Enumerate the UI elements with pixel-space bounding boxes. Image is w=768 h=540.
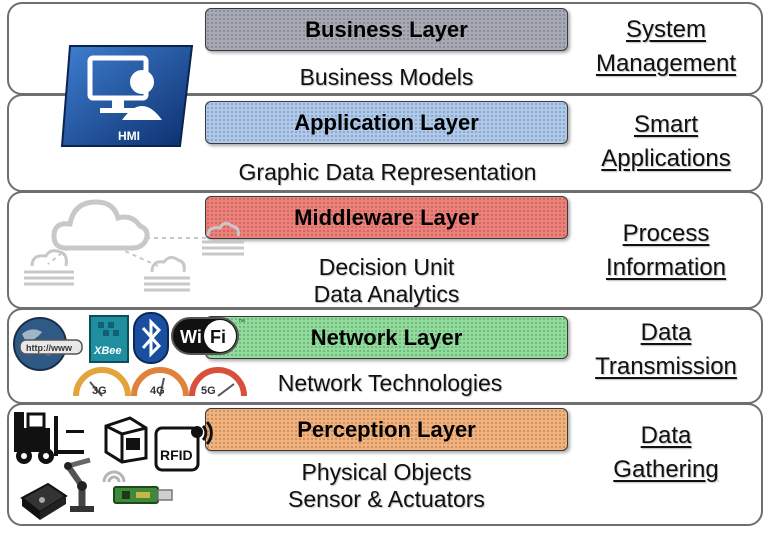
application-layer-box: Application Layer bbox=[205, 101, 568, 144]
perception-function-line-1: Data bbox=[640, 422, 692, 449]
middleware-function-line-1: Process bbox=[622, 220, 710, 247]
network-device-icon bbox=[104, 416, 148, 464]
application-layer-title: Application Layer bbox=[294, 109, 479, 135]
network-layer-box: Network Layer bbox=[205, 316, 568, 359]
wifi-label-wi: Wi bbox=[180, 327, 202, 347]
xbee-module-icon: XBee bbox=[89, 315, 129, 363]
business-layer-description: Business Models bbox=[205, 64, 568, 91]
application-layer-description: Graphic Data Representation bbox=[200, 159, 575, 186]
perception-desc-line-1: Physical Objects bbox=[301, 459, 472, 485]
globe-browser-icon: http://www bbox=[13, 317, 83, 371]
sensor-box-icon bbox=[20, 482, 68, 520]
perception-layer-description: Physical Objects Sensor & Actuators bbox=[205, 459, 568, 513]
xbee-label: XBee bbox=[93, 345, 122, 357]
perception-layer-box: Perception Layer bbox=[205, 408, 568, 451]
usb-sensor-icon bbox=[113, 486, 173, 504]
business-layer-box: Business Layer bbox=[205, 8, 568, 51]
application-function-line-2: Applications bbox=[601, 145, 731, 172]
forklift-icon bbox=[14, 412, 84, 464]
gauge-label-3g: 3G bbox=[92, 385, 107, 397]
gauge-label-5g: 5G bbox=[201, 385, 216, 397]
robot-arm-icon bbox=[64, 457, 94, 512]
bluetooth-icon bbox=[133, 312, 169, 364]
gauge-label-4g: 4G bbox=[150, 385, 165, 397]
application-desc-line-1: Graphic Data Representation bbox=[238, 159, 537, 185]
middleware-function-line-2: Information bbox=[605, 254, 727, 281]
business-function-line-1: System bbox=[625, 16, 706, 43]
business-function-line-2: Management bbox=[595, 50, 737, 77]
network-function-line-2: Transmission bbox=[595, 353, 737, 380]
rfid-tag-icon: RFID bbox=[154, 420, 213, 472]
network-desc-line-1: Network Technologies bbox=[277, 370, 503, 396]
application-function-line-1: Smart bbox=[633, 111, 698, 138]
cloud-network-icon bbox=[24, 199, 244, 292]
wifi-logo-icon: Wi Fi ™ bbox=[171, 317, 245, 355]
perception-layer-function: Data Gathering bbox=[580, 419, 752, 487]
business-layer-title: Business Layer bbox=[305, 16, 468, 42]
network-layer-function: Data Transmission bbox=[580, 316, 752, 384]
network-layer-description: Network Technologies bbox=[240, 370, 540, 397]
middleware-layer-title: Middleware Layer bbox=[294, 204, 479, 230]
network-function-line-1: Data bbox=[640, 319, 692, 346]
perception-desc-line-2: Sensor & Actuators bbox=[288, 486, 485, 512]
middleware-desc-line-1: Decision Unit bbox=[318, 254, 455, 280]
perception-function-line-2: Gathering bbox=[613, 456, 719, 483]
middleware-desc-line-2: Data Analytics bbox=[313, 281, 460, 307]
middleware-layer-description: Decision Unit Data Analytics bbox=[205, 254, 568, 308]
hmi-monitor-icon: HMI bbox=[60, 45, 194, 147]
middleware-layer-function: Process Information bbox=[580, 217, 752, 285]
business-layer-function: System Management bbox=[580, 13, 752, 81]
wifi-label-fi: Fi bbox=[210, 327, 226, 347]
middleware-layer-box: Middleware Layer bbox=[205, 196, 568, 239]
business-desc-line-1: Business Models bbox=[299, 64, 474, 90]
hmi-label: HMI bbox=[118, 129, 140, 143]
application-layer-function: Smart Applications bbox=[580, 108, 752, 176]
network-gauges-icon bbox=[73, 367, 247, 397]
perception-layer-title: Perception Layer bbox=[297, 416, 476, 442]
wireless-waves-icon bbox=[102, 470, 126, 483]
network-layer-title: Network Layer bbox=[310, 324, 463, 350]
wifi-trademark: ™ bbox=[238, 319, 245, 326]
browser-url-label: http://www bbox=[26, 343, 73, 353]
rfid-label: RFID bbox=[160, 447, 193, 463]
